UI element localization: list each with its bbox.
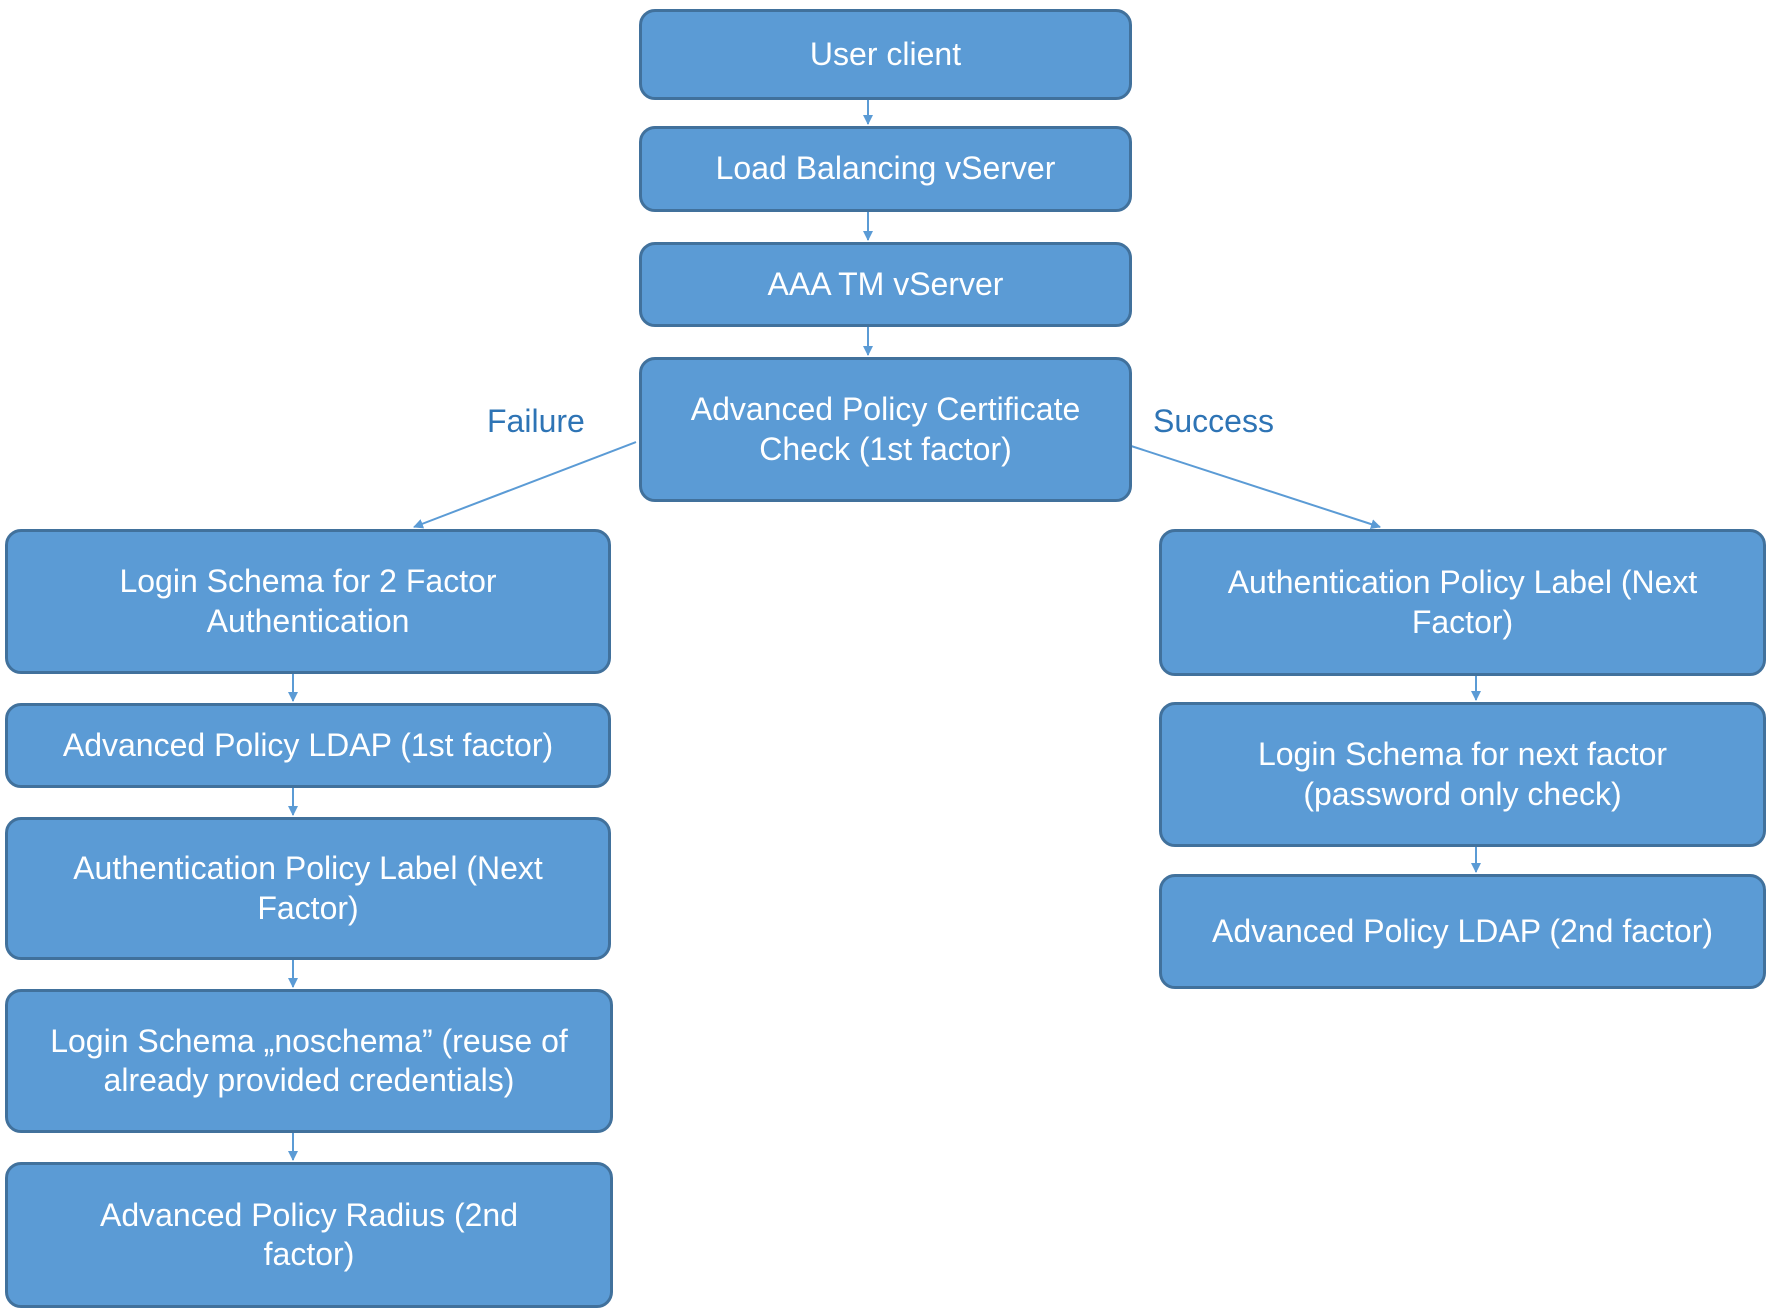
success-policy-label-node: Authentication Policy Label (Next Factor… (1159, 529, 1766, 676)
failure-login-schema-node: Login Schema for 2 Factor Authentication (5, 529, 611, 674)
load-balancing-vserver-label: Load Balancing vServer (715, 150, 1056, 187)
success-branch-label: Success (1153, 403, 1274, 439)
failure-branch-label: Failure (487, 403, 585, 439)
user-client-node: User client (639, 9, 1132, 100)
failure-ldap-node: Advanced Policy LDAP (1st factor) (5, 703, 611, 788)
failure-policy-label-node: Authentication Policy Label (Next Factor… (5, 817, 611, 960)
failure-radius-node: Advanced Policy Radius (2nd factor) (5, 1162, 613, 1308)
success-ldap-label: Advanced Policy LDAP (2nd factor) (1212, 912, 1713, 949)
success-login-schema-label: Login Schema for next factor (password o… (1257, 736, 1668, 812)
certificate-check-label: Advanced Policy Certificate Check (1st f… (690, 391, 1081, 467)
success-login-schema-node: Login Schema for next factor (password o… (1159, 702, 1766, 847)
failure-policy-label-label: Authentication Policy Label (Next Factor… (73, 850, 543, 926)
certificate-check-node: Advanced Policy Certificate Check (1st f… (639, 357, 1132, 502)
success-policy-label-label: Authentication Policy Label (Next Factor… (1227, 564, 1698, 640)
aaa-tm-vserver-label: AAA TM vServer (767, 265, 1004, 302)
arrow-cert-to-failure (413, 441, 637, 529)
aaa-tm-vserver-node: AAA TM vServer (639, 242, 1132, 327)
failure-radius-label: Advanced Policy Radius (2nd factor) (99, 1196, 518, 1272)
success-ldap-node: Advanced Policy LDAP (2nd factor) (1159, 874, 1766, 989)
failure-login-schema-label: Login Schema for 2 Factor Authentication (119, 563, 497, 639)
failure-ldap-label: Advanced Policy LDAP (1st factor) (62, 726, 554, 763)
failure-noschema-label: Login Schema „noschema” (reuse of alread… (50, 1022, 568, 1098)
failure-noschema-node: Login Schema „noschema” (reuse of alread… (5, 989, 613, 1133)
arrow-cert-to-success (1127, 444, 1381, 529)
user-client-label: User client (809, 35, 962, 72)
load-balancing-vserver-node: Load Balancing vServer (639, 126, 1132, 212)
